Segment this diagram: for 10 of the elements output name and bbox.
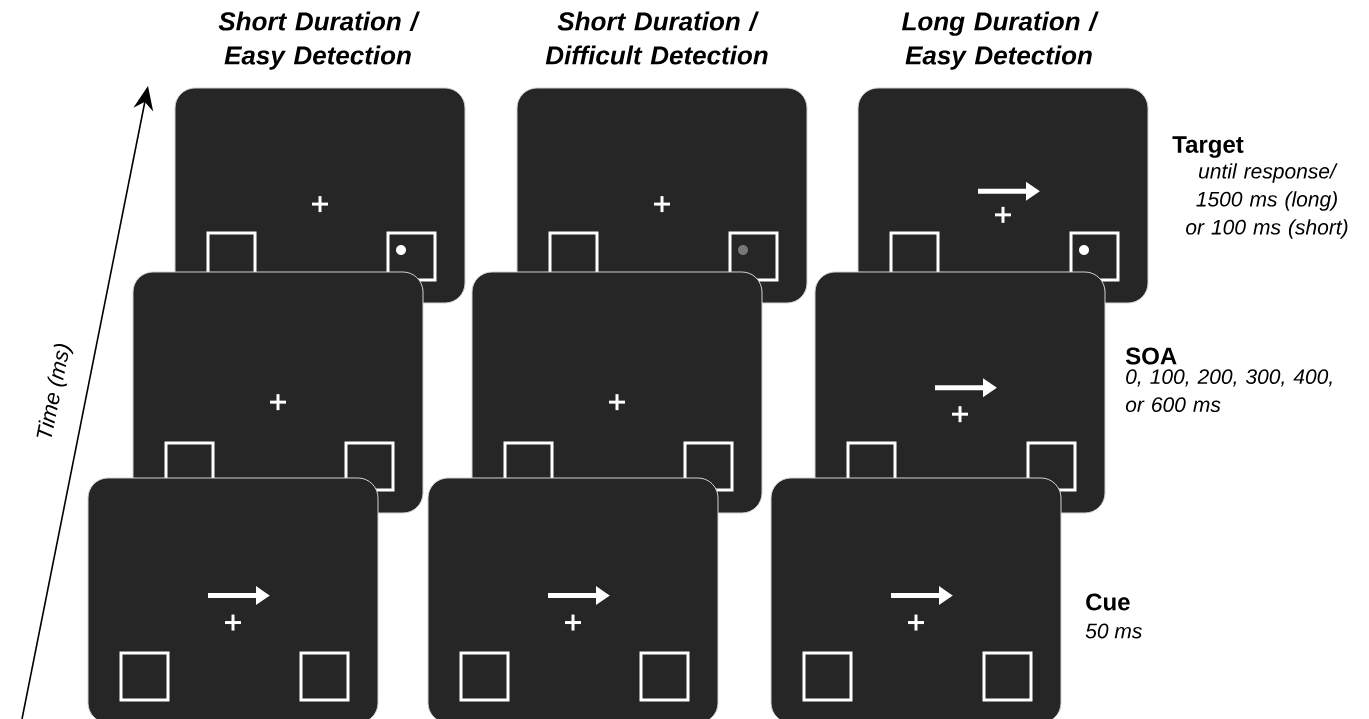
row-description: 0, 100, 200, 300, 400, or 600 ms [1125, 369, 1332, 413]
row-description: 50 ms [1085, 623, 1142, 639]
column-heading: Short Duration / Easy Detection [218, 11, 420, 70]
column-heading: Long Duration / Easy Detection [902, 11, 1099, 70]
row-heading: SOA [1125, 347, 1177, 365]
column-heading: Short Duration / Difficult Detection [545, 11, 768, 65]
row-description: until response/ 1500 ms (long) or 100 ms (short) [1186, 163, 1348, 239]
row-heading: Target [1172, 136, 1244, 158]
row-heading: Cue [1086, 593, 1130, 611]
axis-label: Time (ms) [36, 344, 74, 438]
